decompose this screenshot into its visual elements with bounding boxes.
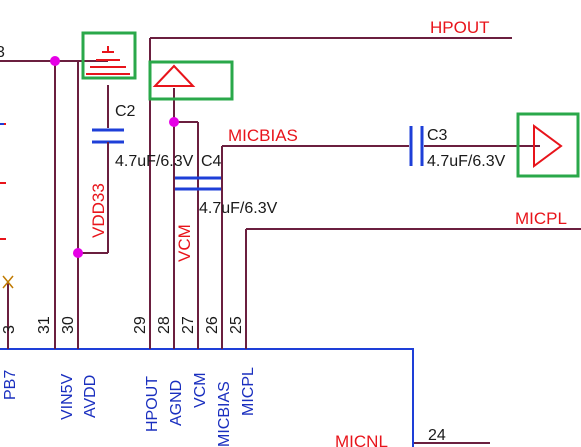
pin-number: 29 xyxy=(132,316,149,334)
pin-number: 24 xyxy=(428,427,446,444)
pin-name: MICPL xyxy=(240,367,257,416)
net-label-micbias: MICBIAS xyxy=(228,126,298,145)
net-label-micpl: MICPL xyxy=(515,209,567,228)
net-label-micnl: MICNL xyxy=(335,432,388,447)
pin-numbers: 3 31 30 29 28 27 26 25 24 xyxy=(1,316,446,444)
left-net-stubs xyxy=(0,123,6,240)
c4-ref: C4 xyxy=(201,153,222,170)
pin-name: AGND xyxy=(168,380,185,426)
pin-number: 28 xyxy=(156,316,173,334)
capacitor-c2[interactable] xyxy=(92,128,124,144)
highlight-ground xyxy=(81,31,137,80)
output-arrow-icon xyxy=(533,124,563,168)
pin-number: 31 xyxy=(36,316,53,334)
pin-name: VCM xyxy=(192,372,209,408)
c2-value: 4.7uF/6.3V xyxy=(115,153,194,170)
pin-name: MICBIAS xyxy=(216,381,233,447)
pin-number: 25 xyxy=(228,316,245,334)
chip-body xyxy=(0,348,414,447)
net-label-vcm: VCM xyxy=(175,224,194,262)
wires xyxy=(0,37,581,444)
pin-number: 27 xyxy=(180,316,197,334)
highlight-arrow xyxy=(516,112,580,178)
junction-dots xyxy=(50,56,179,258)
highlight-agnd xyxy=(148,60,234,101)
pin-number: 30 xyxy=(60,316,77,334)
capacitor-c4[interactable] xyxy=(175,176,221,191)
pin-name: AVDD xyxy=(82,375,99,418)
top-left-fragment: 3 xyxy=(0,44,5,61)
agnd-triangle-icon xyxy=(152,64,196,87)
net-label-vdd33: VDD33 xyxy=(89,183,108,238)
c3-ref: C3 xyxy=(427,127,448,144)
pin-number: 3 xyxy=(1,325,18,334)
no-connect-marker xyxy=(2,275,14,289)
c2-ref: C2 xyxy=(115,103,136,120)
pin-name: HPOUT xyxy=(144,376,161,432)
pin-name: PB7 xyxy=(2,370,19,400)
pin-names: PB7 VIN5V AVDD HPOUT AGND VCM MICBIAS MI… xyxy=(2,367,257,447)
c4-value: 4.7uF/6.3V xyxy=(199,200,278,217)
highlight-boxes xyxy=(81,31,580,178)
pin-number: 26 xyxy=(204,316,221,334)
net-label-hpout: HPOUT xyxy=(430,18,490,37)
ground-icon xyxy=(86,46,130,75)
pin-name: VIN5V xyxy=(59,373,76,420)
c3-value: 4.7uF/6.3V xyxy=(427,153,506,170)
capacitor-c3[interactable] xyxy=(409,126,424,166)
